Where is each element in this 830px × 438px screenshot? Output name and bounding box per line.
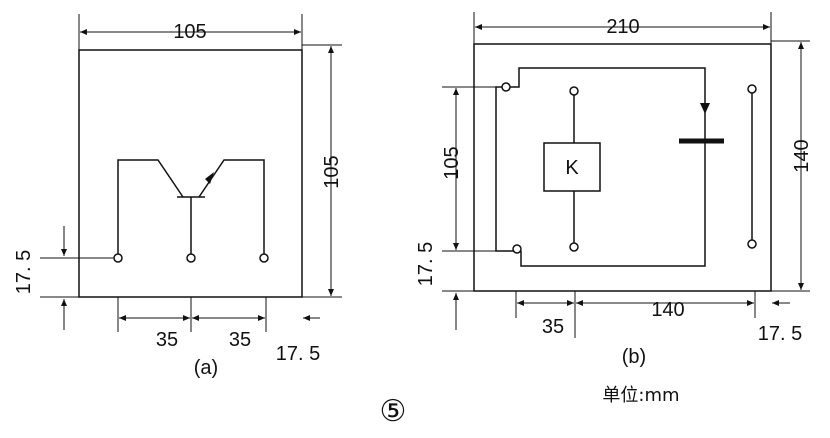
panel-b-pin-right-top [747,84,757,94]
panel-a-emitter-arrow [205,172,214,184]
panel-a-caption: (a) [194,357,218,379]
panel-b-pin-relay-top [569,86,579,96]
panel-a-pin-left [113,253,123,263]
panel-a-trace-left [117,159,184,255]
panel-b-trace-outer-loop [495,86,516,252]
panel-b-pin-relay-bottom [569,242,579,252]
panel-a-dim-spacing-2: 35 [229,329,251,351]
figure-number: ⑤ [380,394,407,429]
panel-b-pin-upper-left [501,82,511,92]
panel-a-trace-right [198,159,265,255]
panel-a: 105 105 17. 5 35 35 17. 5 (a) [13,14,343,379]
panel-b-dim-spacing-mid: 140 [651,299,684,321]
panel-a-pin-center [186,253,196,263]
panel-b-pin-lower-left [512,244,522,254]
panel-b-dim-height-right: 140 [791,139,813,172]
panel-b-dim-offset-right: 17. 5 [758,323,802,345]
panel-b-dim-width-top: 210 [606,16,639,38]
panel-a-pin-right [259,253,269,263]
panel-b-relay-label: K [565,157,579,179]
panel-a-dim-spacing-1: 35 [156,329,178,351]
panel-b-dim-height-left: 105 [441,146,463,179]
panel-a-dim-offset-left: 17. 5 [13,250,35,294]
panel-b: 210 140 105 17. 5 K 35 [415,12,813,406]
panel-b-dim-offset-left: 17. 5 [415,242,437,286]
panel-a-dim-width-top: 105 [173,21,206,43]
panel-b-relay-box [543,142,601,192]
panel-b-caption: (b) [622,346,646,368]
panel-b-dim-spacing-left: 35 [542,316,564,338]
panel-b-trace-arrow [700,103,710,114]
panel-a-dim-height-right: 105 [321,155,343,188]
panel-b-pin-right-bottom [747,239,757,249]
unit-label: 单位:mm [602,385,679,406]
panel-a-dim-offset-right: 17. 5 [276,343,320,365]
panel-b-trace-inner-loop [509,67,706,267]
